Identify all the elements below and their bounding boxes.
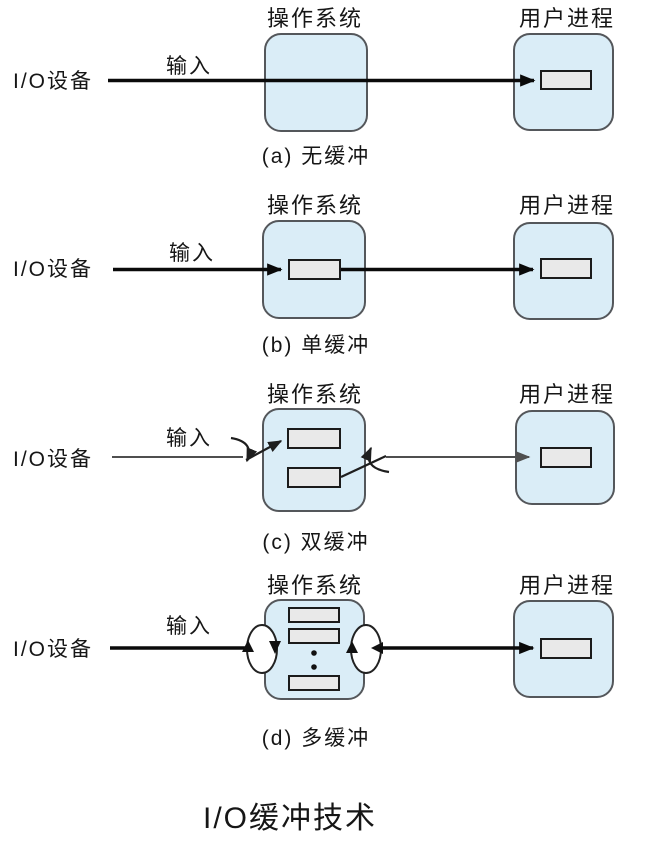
user-label: 用户进程 [518, 573, 615, 598]
io-device-label: I/O设备 [13, 448, 94, 471]
os-label: 操作系统 [266, 6, 363, 31]
os-buffer [288, 259, 341, 280]
os-box [262, 408, 366, 512]
input-label: 输入 [169, 242, 215, 265]
figure-title: I/O缓冲技术 [202, 802, 377, 835]
os-buffer-bottom [287, 467, 341, 488]
switch-arc-right-icon [360, 446, 390, 474]
io-device-label: I/O设备 [13, 70, 94, 93]
os-buffer-top [287, 428, 341, 449]
user-label: 用户进程 [518, 6, 615, 31]
input-label: 输入 [166, 615, 212, 638]
panel-caption: (d) 多缓冲 [261, 727, 371, 750]
input-label: 输入 [166, 55, 212, 78]
panel-caption: (c) 双缓冲 [262, 531, 370, 554]
io-device-label: I/O设备 [13, 638, 94, 661]
panel-caption: (b) 单缓冲 [261, 334, 371, 357]
user-buffer [540, 258, 592, 279]
os-label: 操作系统 [266, 382, 363, 407]
os-buffer-2 [288, 628, 340, 644]
input-label: 输入 [166, 427, 212, 450]
os-box [264, 33, 368, 132]
user-label: 用户进程 [518, 382, 615, 407]
os-buffer-n [288, 675, 340, 691]
user-buffer [540, 638, 592, 659]
rotate-up-arrow-icon [242, 640, 254, 652]
os-label: 操作系统 [266, 573, 363, 598]
rotate-left-arrow-icon [371, 642, 383, 654]
io-device-label: I/O设备 [13, 258, 94, 281]
user-buffer [540, 70, 592, 90]
switch-arc-left-icon [230, 436, 258, 463]
os-buffer-1 [288, 607, 340, 623]
user-label: 用户进程 [518, 193, 615, 218]
os-label: 操作系统 [266, 193, 363, 218]
user-buffer [540, 447, 592, 468]
panel-caption: (a) 无缓冲 [261, 145, 371, 168]
